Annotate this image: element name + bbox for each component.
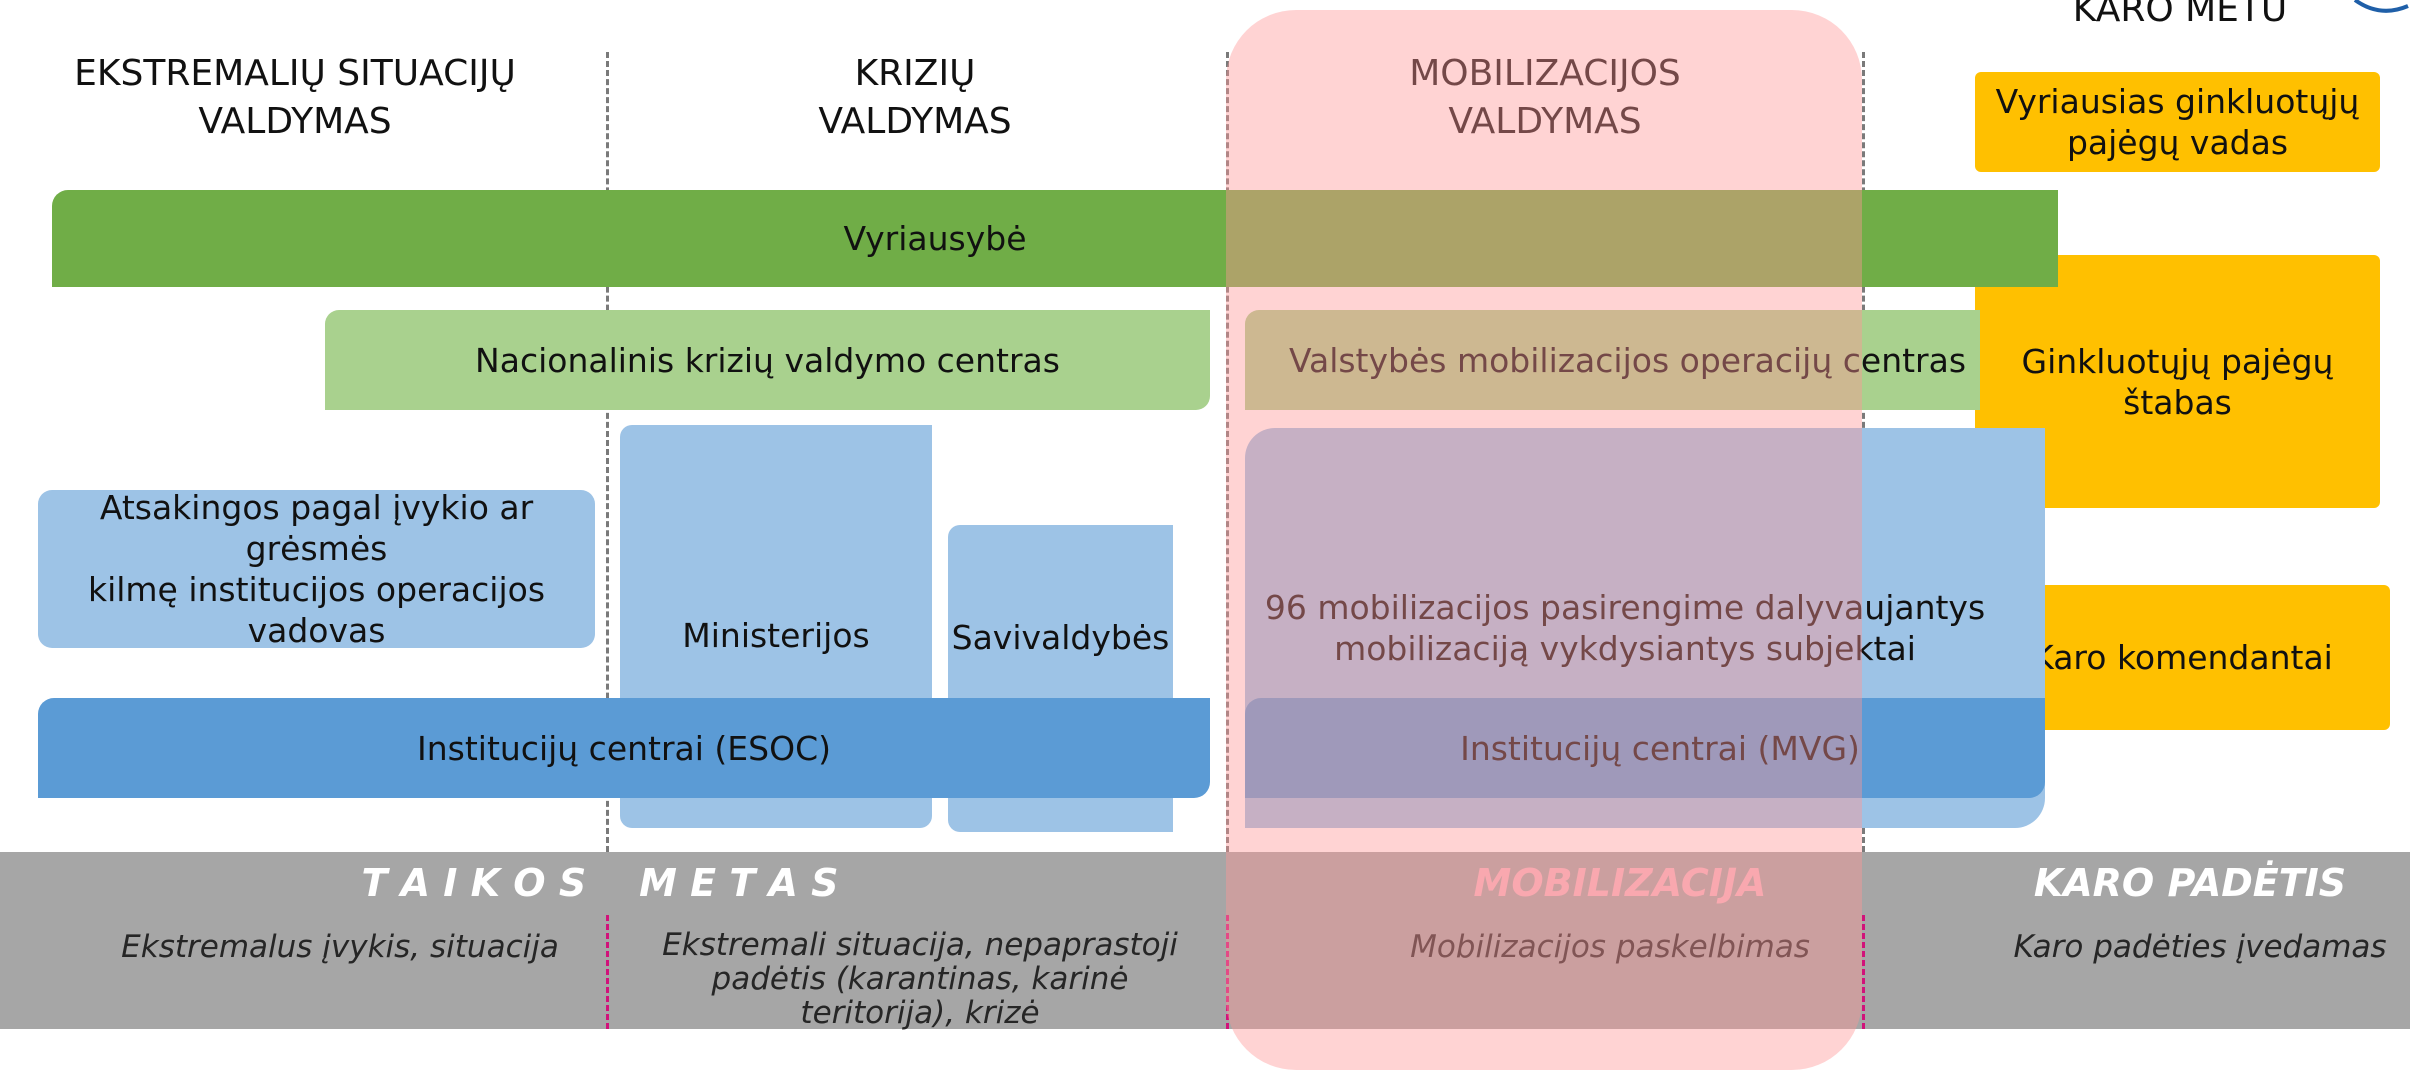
- header-mobilization-management: MOBILIZACIJOS VALDYMAS: [1409, 53, 1681, 142]
- timeline-separator-3: [1862, 915, 1865, 1029]
- box-institution-centers-mvg: Institucijų centrai (MVG): [1245, 698, 2045, 798]
- text-mobilization-declared: Mobilizacijos paskelbimas: [1410, 929, 1810, 965]
- separator-line-1: [606, 52, 609, 852]
- box-institution-centers-esoc: Institucijų centrai (ESOC): [38, 698, 1210, 798]
- municipalities-label: Savivaldybės: [951, 617, 1170, 657]
- header-crisis-management: KRIZIŲ VALDYMAS: [818, 53, 1012, 142]
- box-chief-commander: Vyriausias ginkluotųjų pajėgų vadas: [1975, 72, 2380, 172]
- box-national-crisis-center: Nacionalinis krizių valdymo centras: [325, 310, 1210, 410]
- label-martial-law: KARO PADĖTIS: [2033, 861, 2347, 905]
- timeline-separator-2: [1226, 915, 1229, 1029]
- header-wartime: KARO METU: [2072, 0, 2288, 30]
- header-emergency-management: EKSTREMALIŲ SITUACIJŲ VALDYMAS: [74, 53, 516, 142]
- text-emergency-situation: Ekstremali situacija, nepaprastoji padėt…: [662, 927, 1178, 1031]
- timeline-band: [0, 852, 2410, 1029]
- timeline-separator-1: [606, 915, 609, 1029]
- separator-line-2: [1226, 52, 1229, 852]
- logo-icon: [2353, 0, 2409, 13]
- box-state-mobilization-center: Valstybės mobilizacijos operacijų centra…: [1245, 310, 1980, 410]
- box-responsible-institutions: Atsakingos pagal įvykio ar grėsmės kilmę…: [38, 488, 595, 650]
- box-armed-forces-staff: Ginkluotųjų pajėgų štabas: [1975, 255, 2380, 508]
- mobilization-subjects-label: 96 mobilizacijos pasirengime dalyvaujant…: [1264, 588, 1986, 668]
- ministries-label: Ministerijos: [682, 615, 870, 655]
- text-emergency-event: Ekstremalus įvykis, situacija: [121, 929, 559, 965]
- mobilization-period-overlay: [1226, 10, 1862, 1070]
- label-peacetime: T A I K O S M E T A S: [361, 861, 839, 905]
- box-government: Vyriausybė: [52, 190, 2058, 287]
- label-mobilization: MOBILIZACIJA: [1473, 861, 1767, 905]
- text-martial-law-imposed: Karo padėties įvedamas: [2013, 929, 2387, 965]
